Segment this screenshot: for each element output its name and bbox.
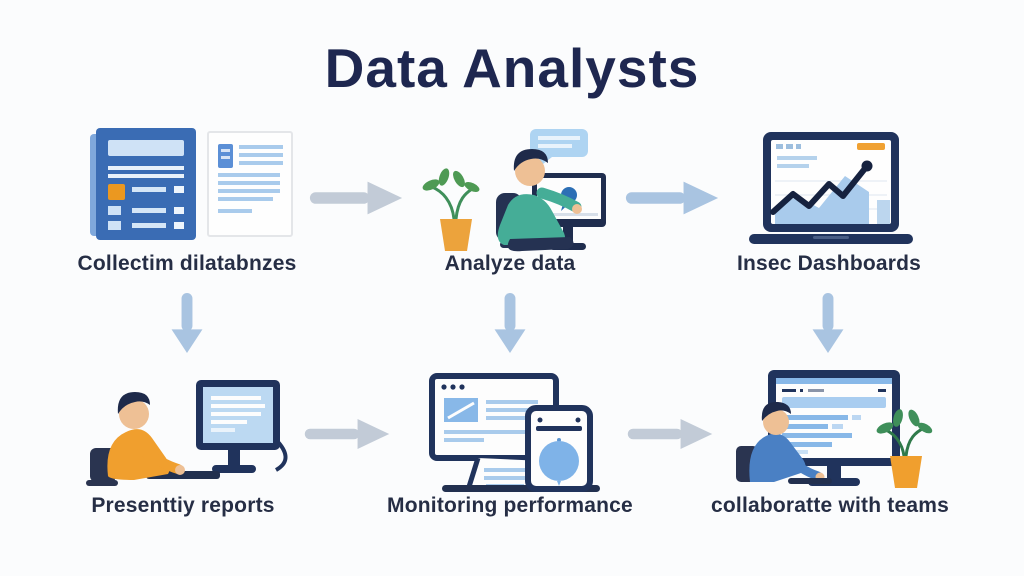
devices-monitoring-icon: [418, 368, 616, 492]
step-label-dashboards: Insec Dashboards: [736, 252, 922, 275]
arrow-down-icon: [808, 289, 848, 357]
arrow-right-icon: [303, 414, 391, 454]
step-label-collaborate: collaboratte with teams: [711, 494, 949, 517]
step-label-present: Presenttiy reports: [91, 494, 275, 517]
person-presenting-icon: [78, 372, 294, 490]
person-analyzing-icon: [412, 127, 608, 253]
arrow-right-icon: [308, 176, 404, 220]
dashboard-laptop-icon: [733, 128, 929, 250]
page-title: Data Analysts: [324, 37, 700, 99]
documents-icon: [86, 126, 300, 244]
arrow-down-icon: [167, 289, 207, 357]
arrow-right-icon: [626, 414, 714, 454]
step-label-analyze: Analyze data: [444, 252, 576, 275]
person-collaborating-icon: [732, 366, 938, 490]
step-label-collect: Collectim dilatabnzes: [77, 252, 297, 275]
step-label-monitoring: Monitoring performance: [387, 494, 633, 517]
arrow-down-icon: [490, 289, 530, 357]
arrow-right-icon: [624, 176, 720, 220]
